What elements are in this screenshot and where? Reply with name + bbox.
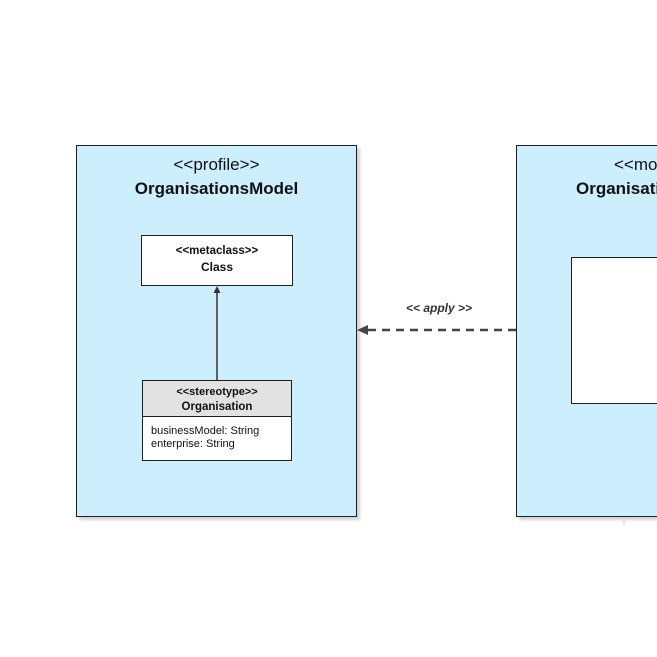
apply-label: << apply >> xyxy=(406,301,473,315)
attribute-row: businessModel: String xyxy=(151,425,260,437)
profile-package-name: OrganisationsModel xyxy=(134,179,299,198)
profile-package-stereotype: <<profile>> xyxy=(173,155,260,174)
model-inner-box[interactable] xyxy=(571,257,657,404)
stereotype-class-header: <<stereotype>> Organisation xyxy=(143,381,291,417)
stereotype-class-box[interactable]: <<stereotype>> Organisation businessMode… xyxy=(142,380,292,461)
attribute-row: enterprise: String xyxy=(151,438,235,450)
extension-arrowhead xyxy=(213,286,221,293)
stereotype-class-stereotype: <<stereotype>> xyxy=(176,386,258,398)
metaclass-name: Class xyxy=(200,260,234,274)
metaclass-stereotype: <<metaclass>> xyxy=(175,245,259,257)
stereotype-class-attributes: businessModel: String enterprise: String xyxy=(143,417,291,451)
metaclass-box[interactable]: <<metaclass>> Class xyxy=(141,235,293,286)
apply-arrowhead xyxy=(357,325,368,335)
model-package-name: Organisati xyxy=(576,179,657,198)
stereotype-class-name: Organisation xyxy=(181,401,253,413)
model-package-stereotype: <<mo xyxy=(614,155,657,174)
